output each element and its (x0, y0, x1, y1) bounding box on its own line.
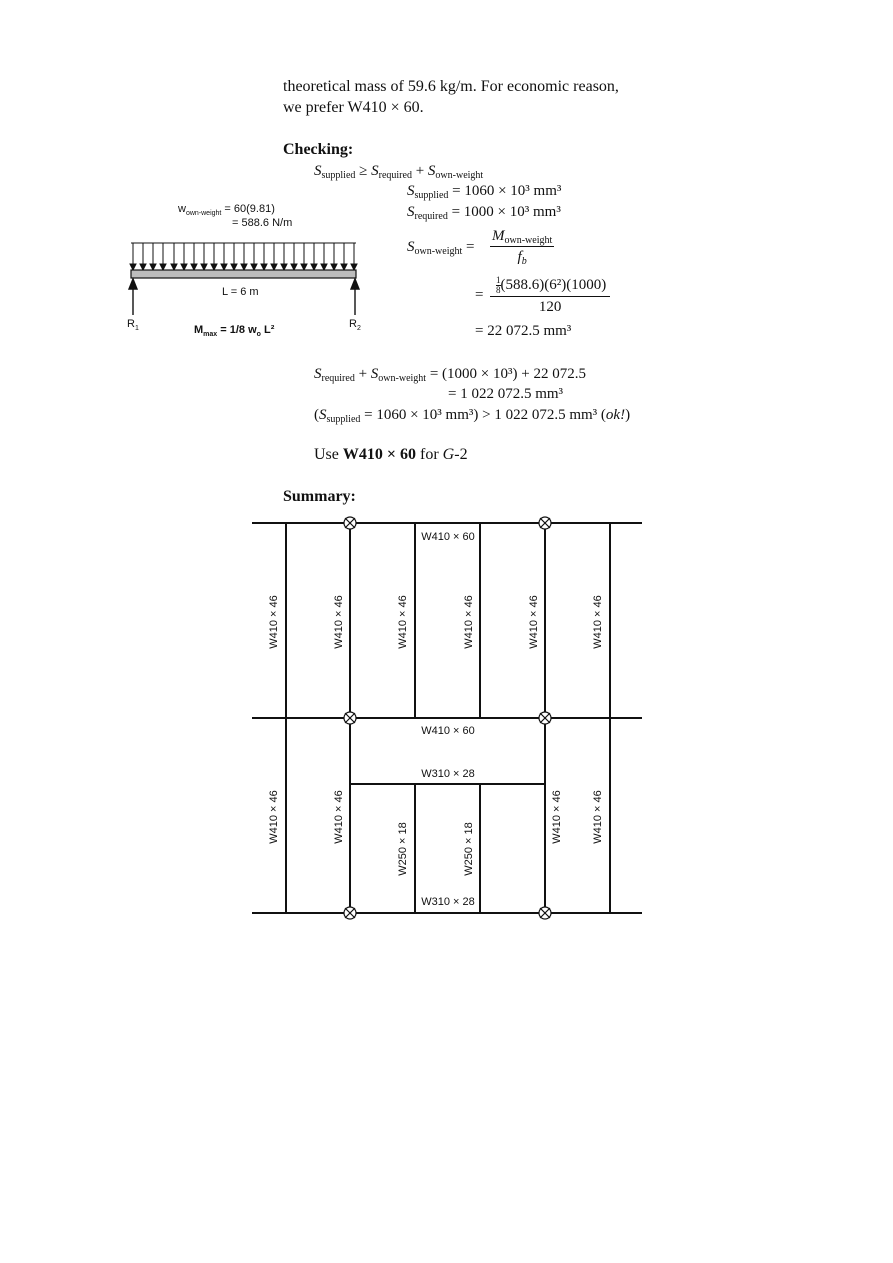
bottom-bay-beam-label: W410 × 46 (551, 790, 563, 844)
bottom-bay-beam-label: W410 × 46 (333, 790, 345, 844)
beam-member (130, 269, 357, 279)
header-beam-label: W310 × 28 (421, 768, 475, 780)
mmax-formula: Mmax = 1/8 wo L² (194, 324, 275, 338)
checking-heading: Checking: (283, 141, 354, 158)
w-ownweight-label: wown-weight = 60(9.81) (178, 203, 275, 217)
w-ownweight-value: = 588.6 N/m (232, 217, 293, 229)
column-markers (343, 516, 552, 920)
bottom-beam-label: W310 × 28 (421, 896, 475, 908)
intro-line-2: we prefer W410 × 60. (283, 99, 424, 116)
bottom-bay-beam-label: W250 × 18 (397, 822, 409, 876)
sum-result: = 1 022 072.5 mm³ (448, 386, 564, 402)
s-required-equation: Srequired = 1000 × 10³ mm³ (407, 204, 561, 222)
bottom-bay-beam-label: W410 × 46 (592, 790, 604, 844)
span-length-label: L = 6 m (222, 286, 259, 298)
top-bay-beam-label: W410 × 46 (528, 595, 540, 649)
bottom-bay-beam-label: W410 × 46 (268, 790, 280, 844)
s-ownweight-fraction: Mown-weight fb (490, 228, 555, 267)
intro-line-1: theoretical mass of 59.6 kg/m. For econo… (283, 78, 619, 95)
bottom-bay-beam-label: W250 × 18 (463, 822, 475, 876)
reaction-r2-label: R2 (349, 318, 361, 332)
sum-equation: Srequired + Sown-weight = (1000 × 10³) +… (314, 366, 586, 384)
s-ownweight-result: = 22 072.5 mm³ (475, 323, 572, 339)
reaction-r1-label: R1 (127, 318, 139, 332)
distributed-load-arrows (129, 242, 358, 272)
top-bay-beam-label: W410 × 46 (333, 595, 345, 649)
s-ownweight-substitution: 1 8 (588.6)(6²)(1000) 120 (490, 276, 611, 316)
s-supplied-equation: Ssupplied = 1060 × 10³ mm³ (407, 183, 562, 201)
comparison-equation: (Ssupplied = 1060 × 10³ mm³) > 1 022 072… (314, 407, 631, 425)
girder-middle-label: W410 × 60 (421, 725, 475, 737)
use-statement: Use W410 × 60 for G-2 (314, 446, 468, 463)
top-bay-beam-label: W410 × 46 (268, 595, 280, 649)
top-bay-beam-label: W410 × 46 (592, 595, 604, 649)
s-ownweight-lhs: Sown-weight = (407, 239, 475, 257)
top-bay-beam-label: W410 × 46 (397, 595, 409, 649)
top-bay-beam-label: W410 × 46 (463, 595, 475, 649)
summary-heading: Summary: (283, 488, 356, 505)
girder-top-label: W410 × 60 (421, 531, 475, 543)
criterion-equation: Ssupplied ≥ Srequired + Sown-weight (314, 163, 484, 181)
subst-eq-sign: = (475, 287, 484, 303)
